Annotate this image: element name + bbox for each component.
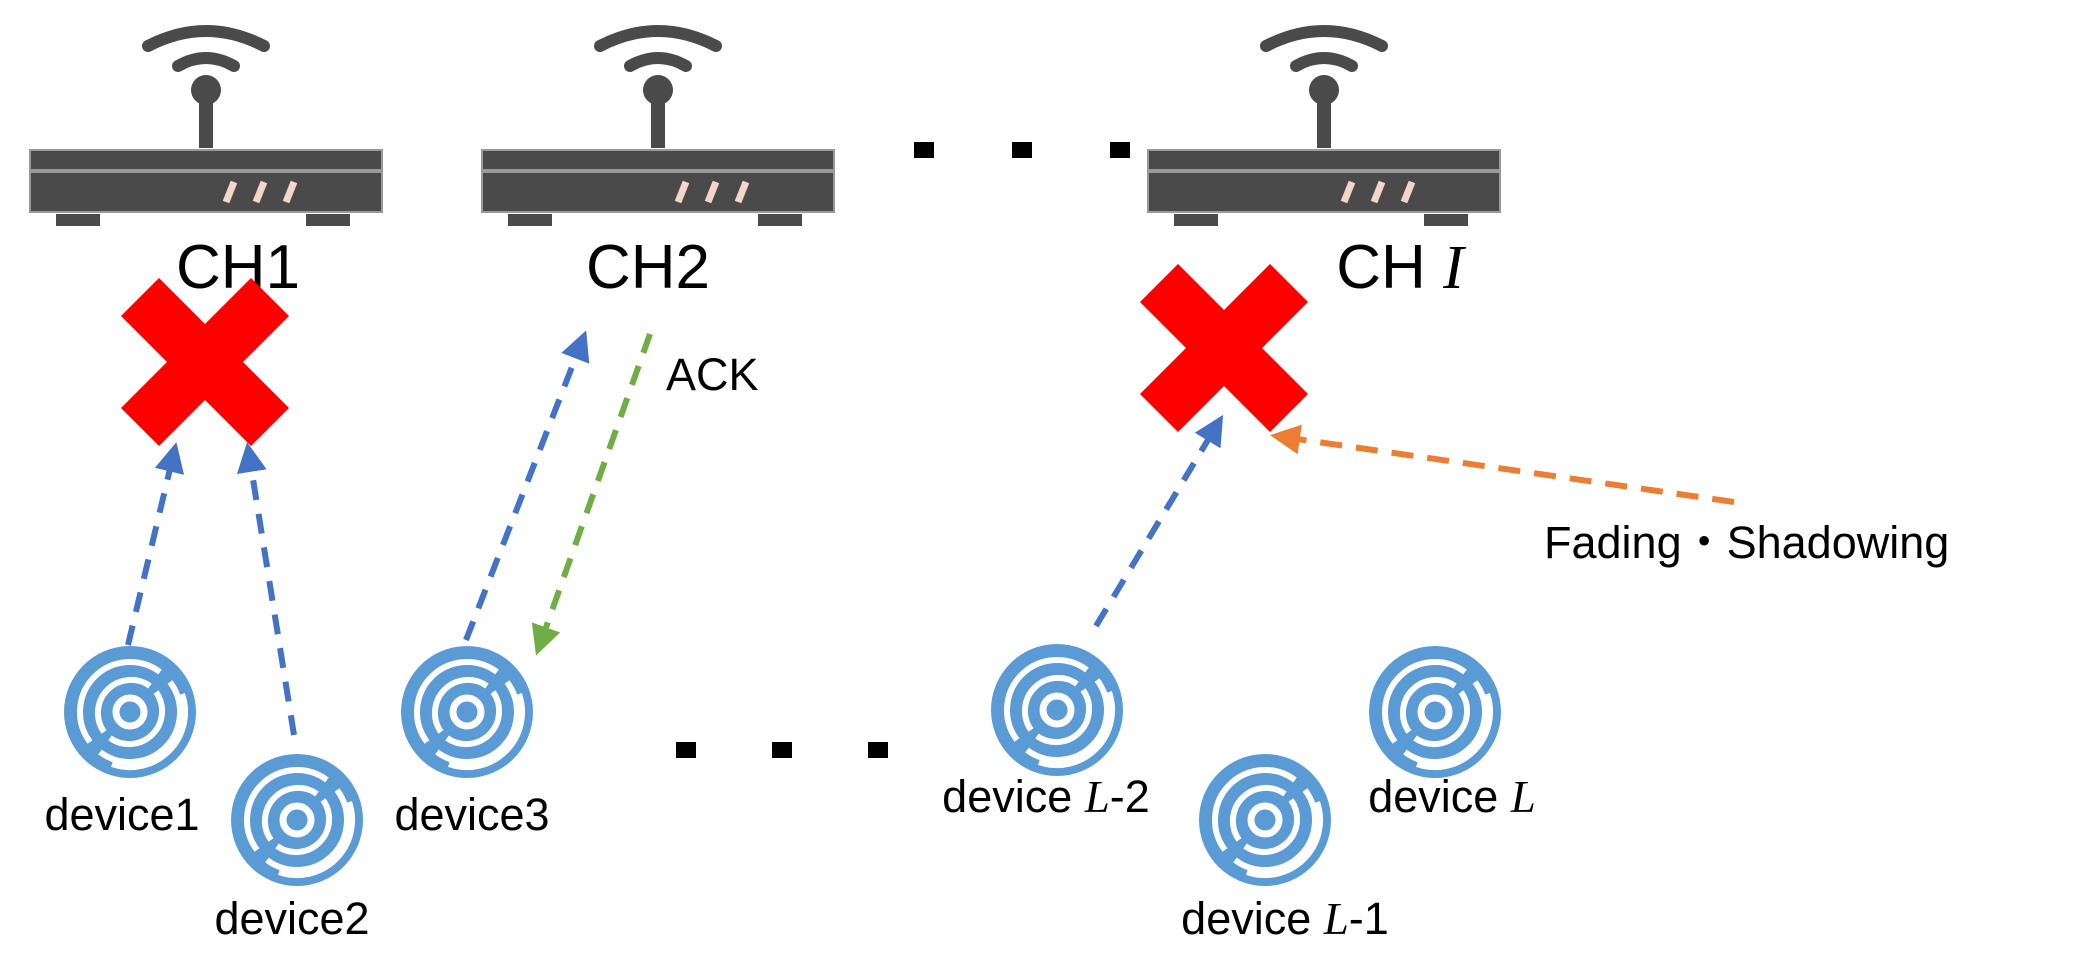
device-l-1	[1199, 754, 1331, 886]
device-label-1: device1	[44, 789, 199, 840]
channel-label-chi: CH I	[1336, 233, 1467, 302]
device-l-2	[991, 644, 1123, 776]
device-l	[1369, 646, 1501, 778]
device1	[64, 646, 196, 778]
device-label-l: device L	[1368, 771, 1536, 822]
router-icon	[482, 31, 834, 226]
uplink-arrow-device3	[463, 330, 590, 642]
channel-label-ch1: CH1	[176, 233, 300, 302]
wireless-device-icon	[401, 646, 533, 778]
fading-shadowing-label: Fading・Shadowing	[1544, 517, 1949, 568]
wireless-device-icon	[1199, 754, 1331, 886]
device-label-l-1: device L-1	[1181, 893, 1389, 944]
device3	[401, 646, 533, 778]
device2	[231, 754, 363, 886]
ack-label: ACK	[666, 349, 759, 400]
ack-arrow	[531, 332, 653, 656]
device-label-l-2: device L-2	[942, 771, 1150, 822]
wireless-device-icon	[64, 646, 196, 778]
wireless-device-icon	[1369, 646, 1501, 778]
device-label-3: device3	[394, 789, 549, 840]
router-chi	[1148, 31, 1500, 226]
router-icon	[1148, 31, 1500, 226]
ellipsis-dots-top	[914, 142, 1130, 158]
collision-x-icon-chi	[1140, 264, 1308, 432]
collision-x-icon-ch1	[121, 278, 289, 446]
fading-arrow	[1270, 424, 1735, 505]
wireless-device-icon	[991, 644, 1123, 776]
channel-label-ch2: CH2	[586, 233, 710, 302]
wireless-device-icon	[231, 754, 363, 886]
uplink-arrow-device2	[236, 442, 297, 736]
device-label-2: device2	[214, 893, 369, 944]
uplink-arrow-device-l-2	[1093, 414, 1224, 628]
router-ch2	[482, 31, 834, 226]
uplink-arrow-device1	[125, 442, 185, 646]
router-ch1	[30, 31, 382, 226]
router-icon	[30, 31, 382, 226]
ellipsis-dots-bottom	[676, 742, 888, 758]
